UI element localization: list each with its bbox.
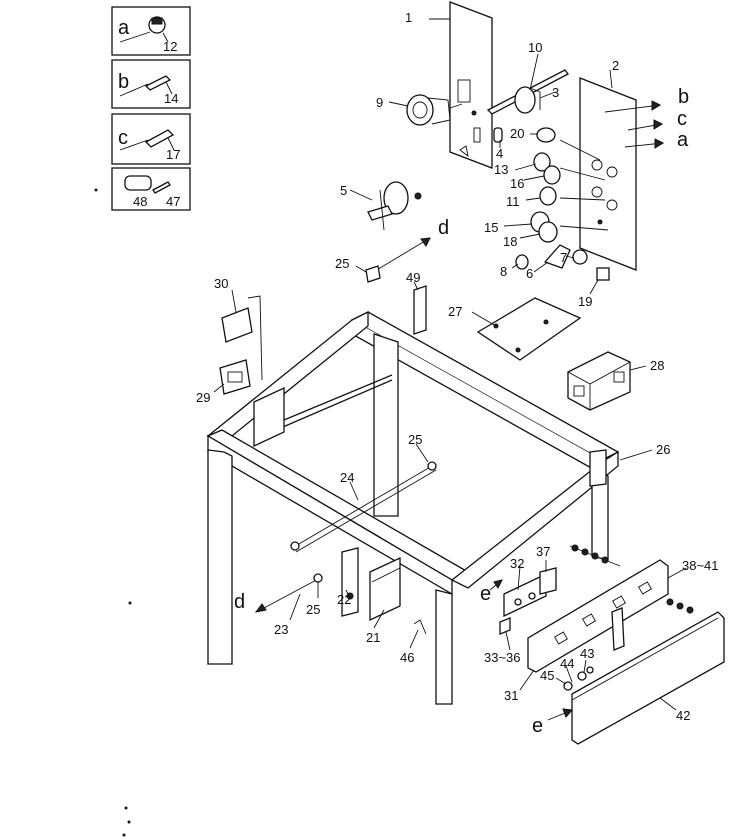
callout-28: 28 — [650, 358, 664, 373]
inset-box-fuse: 48 47 — [111, 167, 191, 211]
callout-31: 31 — [504, 688, 518, 703]
panel-2 — [579, 69, 637, 271]
fuse-icon — [152, 181, 171, 194]
callout-20: 20 — [510, 126, 524, 141]
relay-29 — [219, 359, 251, 395]
bracket-37 — [539, 567, 557, 595]
inset-box-b: b 14 — [111, 59, 191, 109]
cable-24 — [290, 461, 437, 553]
bolts-33-36 — [499, 617, 511, 635]
key-switch-5 — [367, 181, 422, 231]
callout-5: 5 — [340, 183, 347, 198]
connector-a: a — [677, 129, 689, 151]
cable-23: d — [234, 573, 323, 613]
bracket-32 — [503, 572, 547, 618]
connector-d-lower: d — [234, 591, 245, 613]
inset-number-12: 12 — [163, 39, 177, 54]
callout-37: 37 — [536, 544, 550, 559]
callout-3: 3 — [552, 85, 559, 100]
callout-22: 22 — [337, 592, 351, 607]
inset-letter-c: c — [118, 127, 128, 149]
callout-15: 15 — [484, 220, 498, 235]
bracket-22 — [341, 547, 359, 617]
inset-number-48: 48 — [133, 194, 147, 209]
lamp-part-icon — [144, 75, 172, 91]
callout-29: 29 — [196, 390, 210, 405]
main-frame — [206, 310, 620, 705]
callout-18: 18 — [503, 234, 517, 249]
callout-44: 44 — [560, 656, 574, 671]
callout-32: 32 — [510, 556, 524, 571]
cover-30 — [221, 295, 263, 381]
switch-3 — [514, 86, 541, 114]
inset-number-47: 47 — [166, 194, 180, 209]
connector-d-upper: d — [438, 217, 449, 239]
callout-43: 43 — [580, 646, 594, 661]
fuse-holder-icon — [124, 175, 152, 191]
callout-38-41: 38~41 — [682, 558, 719, 573]
lamp-part-icon-2 — [144, 129, 175, 148]
cover-42 — [571, 611, 725, 745]
callout-21: 21 — [366, 630, 380, 645]
callout-10: 10 — [528, 40, 542, 55]
leader-lines — [213, 53, 687, 711]
panel-1 — [429, 1, 493, 169]
gauge-9 — [406, 94, 463, 126]
bracket-49 — [413, 285, 427, 335]
callout-8: 8 — [500, 264, 507, 279]
connector-e-lower: e — [532, 708, 573, 737]
connector-e-upper: e — [480, 579, 503, 605]
callout-6: 6 — [526, 266, 533, 281]
callout-numbers: 1 2 3 4 5 6 7 8 9 10 11 13 15 16 18 19 2… — [196, 10, 719, 723]
callout-27: 27 — [448, 304, 462, 319]
connector-b: b — [678, 86, 689, 108]
callout-23: 23 — [274, 622, 288, 637]
callout-16: 16 — [510, 176, 524, 191]
light-parts — [515, 127, 610, 281]
callout-46: 46 — [400, 650, 414, 665]
svg-text:e: e — [532, 715, 543, 737]
bolt-25-upper: d — [365, 217, 449, 283]
callout-19: 19 — [578, 294, 592, 309]
plate-27 — [476, 297, 582, 361]
callout-45: 45 — [540, 668, 554, 683]
callout-25-lower: 25 — [306, 602, 320, 617]
callout-9: 9 — [376, 95, 383, 110]
inset-number-14: 14 — [164, 91, 178, 106]
inset-box-a: a 12 — [111, 6, 191, 56]
connector-arrows-right: b c a — [604, 86, 689, 151]
lamps-38-41 — [569, 544, 694, 614]
front-plate-31 — [527, 559, 669, 673]
callout-4: 4 — [496, 146, 503, 161]
box-28 — [567, 351, 631, 411]
callout-1: 1 — [405, 10, 412, 25]
callout-25-upper: 25 — [335, 256, 349, 271]
callout-25-middle: 25 — [408, 432, 422, 447]
part-4 — [493, 127, 503, 143]
pin-46 — [413, 619, 427, 635]
callout-24: 24 — [340, 470, 354, 485]
callout-26: 26 — [656, 442, 670, 457]
inset-number-17: 17 — [166, 147, 180, 162]
inset-letter-a: a — [118, 17, 130, 39]
svg-text:e: e — [480, 583, 491, 605]
callout-30: 30 — [214, 276, 228, 291]
connector-c: c — [677, 108, 687, 130]
callout-42: 42 — [676, 708, 690, 723]
callout-11: 11 — [506, 194, 520, 209]
callout-2: 2 — [612, 58, 619, 73]
callout-13: 13 — [494, 162, 508, 177]
inset-box-c: c 17 — [111, 113, 191, 165]
callout-7: 7 — [560, 250, 567, 265]
plate-21 — [369, 556, 401, 622]
callout-33-36: 33~36 — [484, 650, 521, 665]
callout-49: 49 — [406, 270, 420, 285]
inset-letter-b: b — [118, 71, 129, 93]
